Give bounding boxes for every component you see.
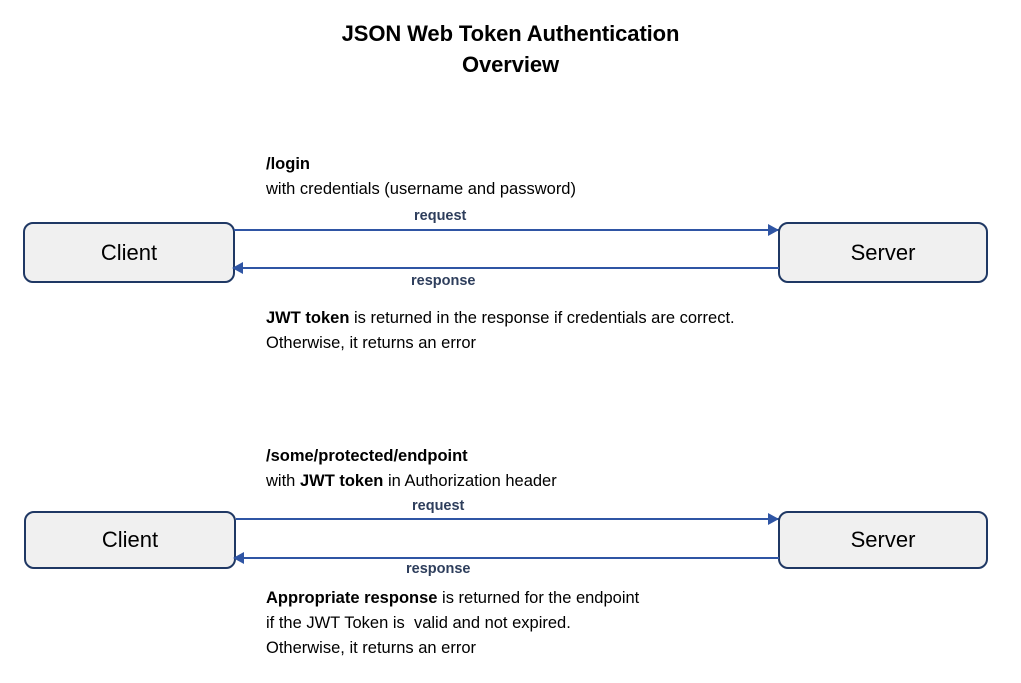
- flow-line-response-protected: [238, 557, 779, 559]
- node-server-login[interactable]: Server: [778, 222, 988, 283]
- note-endpoint-request-endpoint: /some/protected/endpoint: [266, 447, 468, 465]
- note-endpoint-request-post: in Authorization header: [383, 472, 557, 490]
- flow-label-request-login: request: [414, 208, 467, 224]
- node-server-login-label: Server: [850, 239, 916, 265]
- note-endpoint-request-pre: with: [266, 472, 300, 490]
- arrowhead-left-icon: [233, 552, 244, 564]
- flow-line-response-login: [236, 267, 779, 269]
- note-login-response-line2: Otherwise, it returns an error: [266, 334, 476, 352]
- title-line-1: JSON Web Token Authentication: [341, 21, 680, 46]
- note-endpoint-response: Appropriate response is returned for the…: [266, 586, 639, 661]
- flow-label-response-protected: response: [406, 561, 471, 577]
- arrowhead-right-icon: [768, 513, 779, 525]
- node-client-protected-label: Client: [101, 527, 159, 552]
- arrowhead-left-icon: [232, 262, 243, 274]
- note-login-request-endpoint: /login: [266, 155, 310, 173]
- flow-line-request-login: [234, 229, 779, 231]
- title-line-2: Overview: [461, 52, 560, 77]
- page-title: JSON Web Token Authentication Overview: [0, 18, 1021, 80]
- node-client-login[interactable]: Client: [23, 222, 235, 283]
- note-login-response-term: JWT token: [266, 309, 350, 327]
- node-client-login-label: Client: [100, 239, 158, 265]
- note-endpoint-response-term: Appropriate response: [266, 589, 438, 607]
- flow-label-response-login: response: [411, 273, 476, 289]
- note-login-request-detail: with credentials (username and password): [266, 180, 576, 198]
- flow-label-request-protected: request: [412, 498, 465, 514]
- node-server-protected-label: Server: [850, 527, 916, 552]
- node-server-protected[interactable]: Server: [778, 511, 988, 569]
- note-endpoint-response-line3: Otherwise, it returns an error: [266, 639, 476, 657]
- note-login-response-rest: is returned in the response if credentia…: [349, 309, 735, 327]
- note-endpoint-response-line2: if the JWT Token is valid and not expire…: [266, 614, 571, 632]
- note-login-response: JWT token is returned in the response if…: [266, 306, 735, 356]
- note-endpoint-request: /some/protected/endpoint with JWT token i…: [266, 444, 557, 494]
- arrowhead-right-icon: [768, 224, 779, 236]
- flow-line-request-protected: [236, 518, 779, 520]
- note-endpoint-request-term: JWT token: [299, 472, 384, 490]
- node-client-protected[interactable]: Client: [24, 511, 236, 569]
- note-endpoint-response-rest: is returned for the endpoint: [437, 589, 640, 607]
- note-login-request: /login with credentials (username and pas…: [266, 152, 576, 202]
